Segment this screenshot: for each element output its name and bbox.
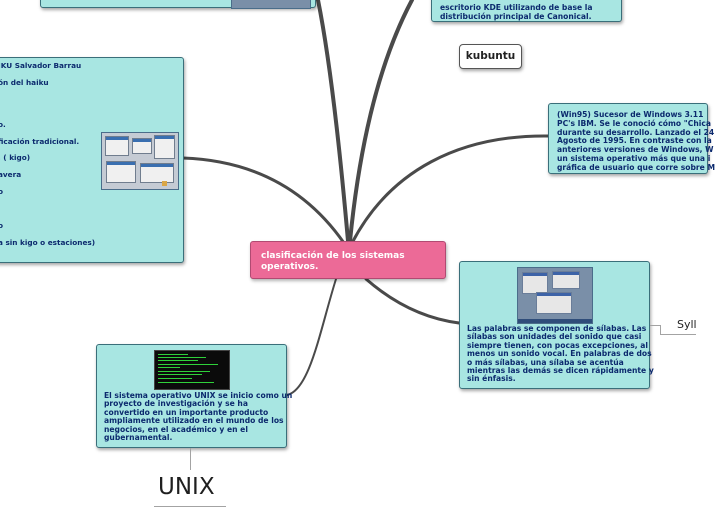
haiku-screenshot — [101, 132, 179, 190]
syllable-screenshot — [517, 267, 593, 324]
unix-node[interactable]: El sistema operativo UNIX se inicio como… — [96, 344, 292, 448]
haiku-text: IKU Salvador Barrau ón del haiku o. fica… — [0, 61, 96, 247]
unix-text: El sistema operativo UNIX se inicio como… — [104, 391, 293, 443]
windows95-node[interactable]: (Win95) Sucesor de Windows 3.11 PC's IBM… — [548, 103, 715, 174]
kubuntu-description-node[interactable]: escritorio KDE utilizando de base la dis… — [431, 0, 622, 22]
central-topic[interactable]: clasificación de los sistemas operativos… — [250, 241, 446, 279]
connector-lines — [181, 0, 550, 396]
syllable-text: Las palabras se componen de sílabas. Las… — [467, 324, 654, 384]
unix-label[interactable]: UNIX — [158, 474, 215, 500]
top-partial-node[interactable] — [40, 0, 316, 9]
syllable-label[interactable]: Syll — [677, 318, 697, 331]
connector-top-node — [316, 0, 350, 243]
syllable-label-connector — [650, 325, 660, 326]
haiku-node[interactable]: IKU Salvador Barrau ón del haiku o. fica… — [0, 57, 184, 263]
unix-label-underline — [154, 506, 226, 507]
syllable-label-bracket — [660, 325, 661, 334]
syllable-label-underline — [660, 334, 696, 335]
connector-syllable — [364, 277, 461, 325]
unix-terminal-screenshot — [154, 350, 230, 390]
unix-label-connector — [190, 448, 191, 470]
connector-kubuntu-desc — [348, 0, 414, 243]
kubuntu-description-text: escritorio KDE utilizando de base la dis… — [440, 3, 593, 21]
syllable-node[interactable]: Las palabras se componen de sílabas. Las… — [459, 261, 654, 389]
connector-haiku — [181, 156, 346, 245]
central-topic-text: clasificación de los sistemas operativos… — [261, 251, 405, 272]
connector-unix — [286, 278, 337, 396]
windows95-text: (Win95) Sucesor de Windows 3.11 PC's IBM… — [557, 110, 715, 172]
connector-win95 — [350, 134, 550, 245]
kubuntu-node[interactable]: kubuntu — [459, 44, 522, 69]
top-node-screenshot — [231, 0, 311, 9]
